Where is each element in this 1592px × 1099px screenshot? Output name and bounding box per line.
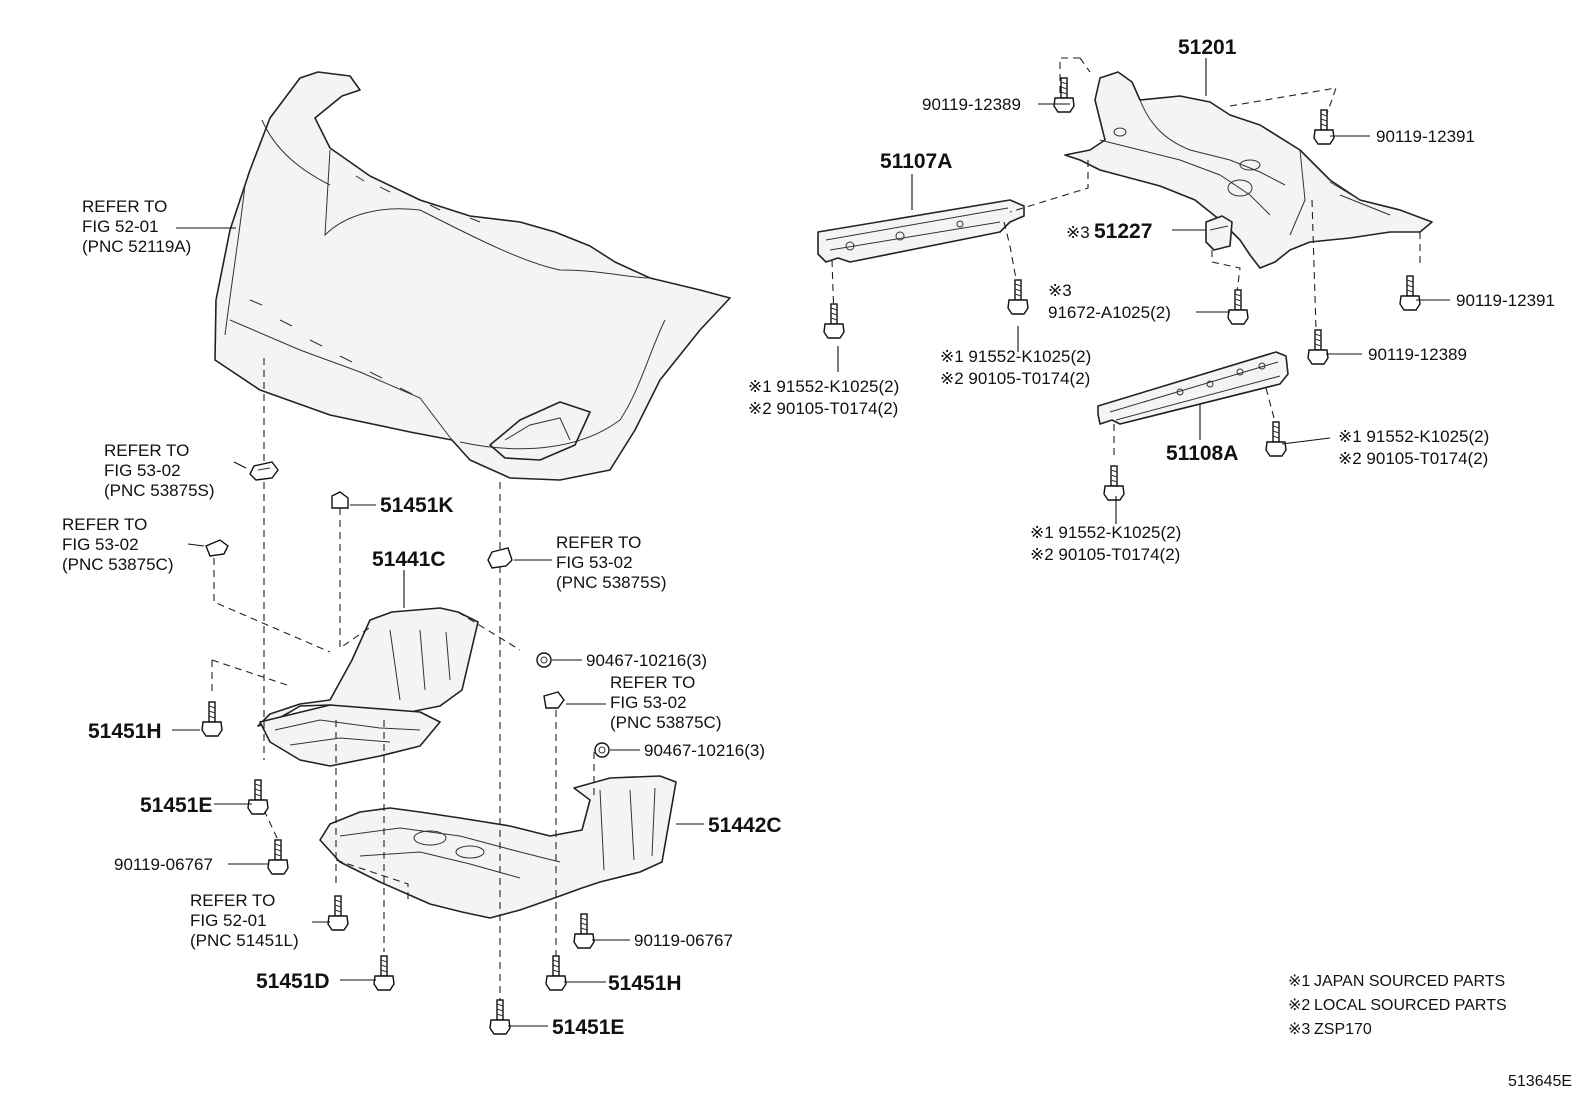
part-90467-b: 90467-10216(3): [644, 741, 765, 760]
bolt-90119-12391-b: [1399, 275, 1421, 311]
part-90467-a: 90467-10216(3): [586, 651, 707, 670]
clip-53875c-mid: [543, 691, 565, 709]
refer-53875s-a-l3: (PNC 53875S): [104, 481, 215, 500]
bolt-51451h-b: [545, 955, 567, 991]
refer-51451l-l1: REFER TO: [190, 891, 275, 910]
bolt-91672: [1227, 289, 1249, 325]
refer-53875c-b-l1: REFER TO: [610, 673, 695, 692]
part-91672: 91672-A1025(2): [1048, 303, 1171, 322]
part-51108a: 51108A: [1166, 442, 1238, 465]
refer-bumper-l3: (PNC 52119A): [82, 237, 191, 256]
refer-bumper-l1: REFER TO: [82, 197, 167, 216]
note-2-symbol: ※2: [1288, 997, 1310, 1014]
refer-53875s-b-l1: REFER TO: [556, 533, 641, 552]
group-c-line2: ※2 90105-T0174(2): [1338, 449, 1488, 468]
refer-53875c-a-l3: (PNC 53875C): [62, 555, 174, 574]
part-51441c: 51441C: [372, 548, 446, 571]
part-90119-06767-b: 90119-06767: [634, 931, 733, 950]
part-51227: 51227: [1094, 220, 1152, 243]
group-b-line1: ※1 91552-K1025(2): [940, 347, 1091, 366]
refer-53875s-a-l1: REFER TO: [104, 441, 189, 460]
bolt-91552-b: [1007, 279, 1029, 315]
labels: REFER TO FIG 52-01 (PNC 52119A) REFER TO…: [62, 36, 1555, 1039]
bolt-51451h-a: [201, 701, 223, 737]
refer-53875s-a-l2: FIG 53-02: [104, 461, 181, 480]
clip-53875c-left: [205, 539, 229, 557]
part-90119-12391-a: 90119-12391: [1376, 127, 1475, 146]
refer-51451l-l2: FIG 52-01: [190, 911, 267, 930]
note-3-text: ZSP170: [1314, 1021, 1372, 1038]
group-d-line2: ※2 90105-T0174(2): [1030, 545, 1180, 564]
part-91672-sym: ※3: [1048, 281, 1072, 300]
note-1-text: JAPAN SOURCED PARTS: [1314, 973, 1505, 990]
fasteners: [201, 77, 1421, 1035]
part-90119-12389-b: 90119-12389: [1368, 345, 1467, 364]
bolt-90119-06767-b: [573, 913, 595, 949]
clip-53875s-left: [249, 461, 279, 481]
bolt-51451e-b: [489, 999, 511, 1035]
group-c-line1: ※1 91552-K1025(2): [1338, 427, 1489, 446]
leader-lines: [172, 58, 1450, 1027]
note-2-text: LOCAL SOURCED PARTS: [1314, 997, 1507, 1014]
part-90119-12391-b: 90119-12391: [1456, 291, 1555, 310]
part-51451h-a: 51451H: [88, 720, 162, 743]
part-51227-sym: ※3: [1066, 223, 1090, 242]
bolt-layer: [201, 77, 1421, 1035]
suspension-crossmember: [1064, 71, 1433, 269]
part-51451d: 51451D: [256, 970, 330, 993]
refer-53875s-b-l3: (PNC 53875S): [556, 573, 667, 592]
bolt-51451k: [331, 491, 349, 509]
engine-under-cover-front: [257, 607, 479, 767]
front-bumper-cover: [214, 71, 731, 481]
part-51451e-b: 51451E: [552, 1016, 624, 1039]
refer-53875c-a-l1: REFER TO: [62, 515, 147, 534]
part-51442c: 51442C: [708, 814, 782, 837]
clip-53875s-mid: [487, 547, 513, 569]
crossmember-reinforcement-front: [817, 199, 1025, 263]
part-51451e-a: 51451E: [140, 794, 212, 817]
bolt-90119-06767-a: [267, 839, 289, 875]
part-51451k: 51451K: [380, 494, 454, 517]
bolt-90119-12389-b: [1307, 329, 1329, 365]
assembly-lines: [211, 57, 1421, 1000]
engine-under-cover-rear: [319, 775, 677, 919]
part-90119-06767-a: 90119-06767: [114, 855, 213, 874]
bolt-91552-c: [1265, 421, 1287, 457]
clip-90467-b: [594, 742, 610, 758]
group-d-line1: ※1 91552-K1025(2): [1030, 523, 1181, 542]
bolt-90119-12391-a: [1313, 109, 1335, 145]
part-51107a: 51107A: [880, 150, 952, 173]
group-b-line2: ※2 90105-T0174(2): [940, 369, 1090, 388]
bolt-90119-12389-a: [1053, 77, 1075, 113]
clip-90467-a: [536, 652, 552, 668]
refer-53875c-b-l3: (PNC 53875C): [610, 713, 722, 732]
bolt-51451l: [327, 895, 349, 931]
refer-53875s-b-l2: FIG 53-02: [556, 553, 633, 572]
refer-53875c-a-l2: FIG 53-02: [62, 535, 139, 554]
refer-53875c-b-l2: FIG 53-02: [610, 693, 687, 712]
group-a-line2: ※2 90105-T0174(2): [748, 399, 898, 418]
bracket-51227: [1205, 215, 1233, 251]
bolt-91552-a: [823, 303, 845, 339]
part-51451h-b: 51451H: [608, 972, 682, 995]
group-a-line1: ※1 91552-K1025(2): [748, 377, 899, 396]
note-1-symbol: ※1: [1288, 973, 1310, 990]
drawing-number: 513645E: [1508, 1073, 1572, 1090]
part-51201: 51201: [1178, 36, 1237, 59]
bolt-91552-d: [1103, 465, 1125, 501]
note-3-symbol: ※3: [1288, 1021, 1310, 1038]
refer-51451l-l3: (PNC 51451L): [190, 931, 299, 950]
refer-bumper-l2: FIG 52-01: [82, 217, 159, 236]
part-90119-12389-a: 90119-12389: [922, 95, 1021, 114]
legend-notes: ※1 JAPAN SOURCED PARTS ※2 LOCAL SOURCED …: [1288, 973, 1507, 1038]
bolt-51451e-a: [247, 779, 269, 815]
bolt-51451d: [373, 955, 395, 991]
crossmember-reinforcement-rear: [1097, 351, 1289, 425]
